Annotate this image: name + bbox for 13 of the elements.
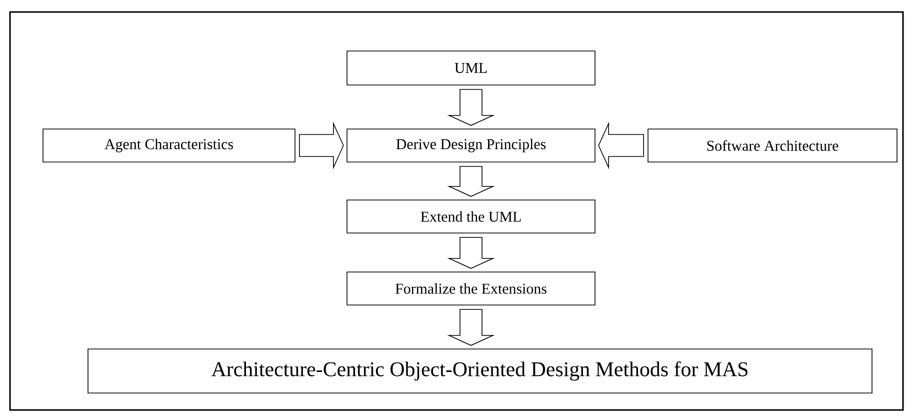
block-arrow (447, 166, 495, 197)
block-arrow (447, 309, 495, 346)
block-arrow (447, 237, 495, 269)
block-arrow (299, 122, 344, 170)
process-box: Derive Design Principles (346, 128, 596, 162)
process-box: Architecture-Centric Object-Oriented Design Methods for MAS (88, 348, 872, 394)
process-box: UML (346, 50, 596, 86)
block-arrow (447, 89, 495, 126)
block-arrow (598, 122, 644, 170)
process-box: Software Architecture (648, 128, 898, 162)
process-box: Agent Characteristics (42, 128, 296, 162)
process-box: Formalize the Extensions (346, 272, 596, 306)
process-box: Extend the UML (346, 200, 596, 234)
